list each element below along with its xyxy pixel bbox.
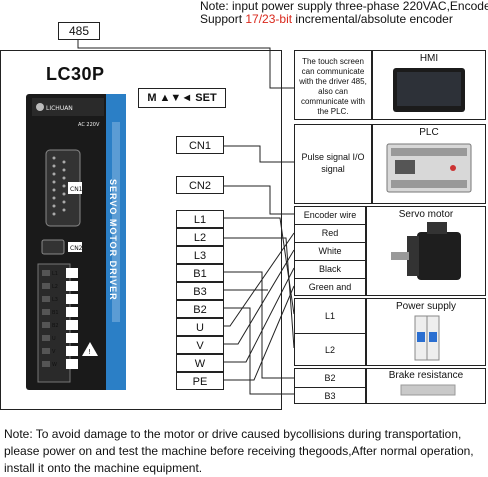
hmi-image-box: HMI bbox=[372, 50, 486, 120]
wire-red: Red bbox=[295, 225, 365, 243]
encoder-wire-label: Encoder wire bbox=[295, 207, 365, 225]
wire-v-white bbox=[224, 249, 295, 345]
port-b3: B3 bbox=[176, 282, 224, 300]
wire-b3-brake bbox=[224, 307, 294, 395]
wire-l2-power bbox=[224, 237, 295, 349]
hmi-title: HMI bbox=[419, 53, 439, 64]
port-485: 485 bbox=[58, 22, 100, 40]
wire-cn2-encoder bbox=[224, 185, 294, 215]
port-u: U bbox=[176, 318, 224, 336]
power-lines-box: L1 L2 bbox=[294, 298, 366, 366]
power-l1: L1 bbox=[295, 299, 365, 334]
motor-image-box: Servo motor bbox=[366, 206, 486, 296]
port-l1: L1 bbox=[176, 210, 224, 228]
brake-title: Brake resistance bbox=[388, 370, 464, 381]
wire-b2-brake bbox=[224, 271, 294, 379]
port-l3: L3 bbox=[176, 246, 224, 264]
plc-title: PLC bbox=[419, 127, 439, 138]
brand-logo bbox=[36, 103, 44, 111]
port-cn2: CN2 bbox=[176, 176, 224, 194]
top-note-line1: Note: input power supply three-phase 220… bbox=[200, 0, 488, 13]
driver-model: LC30P bbox=[46, 64, 105, 84]
encoder-bits: 17/23-bit bbox=[245, 12, 293, 26]
svg-text:!: ! bbox=[88, 348, 91, 356]
port-w: W bbox=[176, 354, 224, 372]
plc-icon bbox=[386, 143, 472, 193]
keypad-label: M ▲▼◄ SET bbox=[138, 88, 226, 108]
hmi-text-box: The touch screen can communicate with th… bbox=[294, 50, 372, 120]
bottom-note: Note: To avoid damage to the motor or dr… bbox=[4, 427, 474, 475]
terminal-tags: L1 L2 L3 B1 B2 U V W bbox=[52, 271, 59, 368]
brake-b2: B2 bbox=[295, 369, 365, 388]
wire-u-red bbox=[224, 232, 295, 327]
side-text: SERVO MOTOR DRIVER bbox=[108, 179, 118, 301]
wire-w-black bbox=[224, 267, 295, 363]
breaker-icon bbox=[414, 315, 440, 361]
port-l2: L2 bbox=[176, 228, 224, 246]
top-note: Note: input power supply three-phase 220… bbox=[200, 0, 488, 26]
power-l2: L2 bbox=[324, 345, 335, 355]
cn2-connector bbox=[41, 239, 65, 255]
driver-image: LICHUAN AC 220V CN1 CN2 ! bbox=[26, 94, 126, 390]
brake-resistor-icon bbox=[400, 384, 456, 396]
wire-l1-power bbox=[224, 217, 295, 315]
plc-text: Pulse signal I/O signal bbox=[301, 152, 365, 174]
power-image-box: Power supply bbox=[366, 298, 486, 366]
wire-green-yellow: Green and yellow bbox=[308, 282, 352, 309]
brand-text: LICHUAN bbox=[46, 105, 73, 112]
brake-b3: B3 bbox=[324, 391, 336, 401]
cn1-tag: CN1 bbox=[70, 186, 83, 193]
motor-wire-box: Encoder wire Red White Black Green and y… bbox=[294, 206, 366, 309]
port-b2: B2 bbox=[176, 300, 224, 318]
plc-text-box: Pulse signal I/O signal bbox=[294, 124, 372, 204]
wire-cn1-plc bbox=[224, 145, 294, 163]
cn2-tag: CN2 bbox=[70, 245, 83, 252]
rating-text: AC 220V bbox=[78, 122, 100, 128]
port-b1: B1 bbox=[176, 264, 224, 282]
wire-white: White bbox=[295, 243, 365, 261]
top-note-line2: Support 17/23-bit incremental/absolute e… bbox=[200, 12, 453, 26]
plc-image-box: PLC bbox=[372, 124, 486, 204]
power-title: Power supply bbox=[395, 301, 457, 312]
port-pe: PE bbox=[176, 372, 224, 390]
warning-icon bbox=[82, 342, 98, 356]
hmi-text: The touch screen can communicate with th… bbox=[299, 57, 367, 116]
wire-black: Black bbox=[295, 261, 365, 279]
brake-lines-box: B2 B3 bbox=[294, 368, 366, 404]
servo-motor-icon bbox=[391, 222, 461, 280]
hmi-screen-icon bbox=[393, 68, 465, 112]
wire-485-hmi bbox=[77, 38, 294, 89]
brake-image-box: Brake resistance bbox=[366, 368, 486, 404]
wire-pe-gy bbox=[224, 285, 295, 381]
port-v: V bbox=[176, 336, 224, 354]
motor-title: Servo motor bbox=[398, 209, 454, 220]
port-cn1: CN1 bbox=[176, 136, 224, 154]
